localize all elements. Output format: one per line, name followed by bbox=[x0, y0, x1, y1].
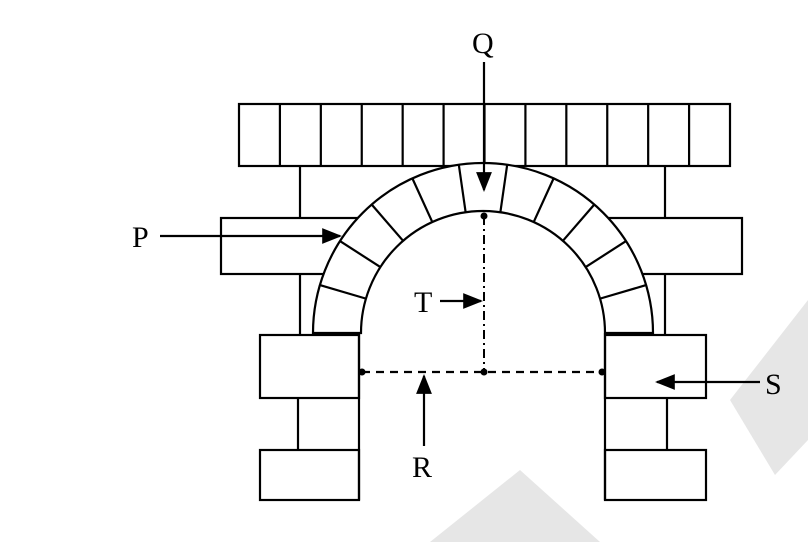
label-p: P bbox=[132, 221, 149, 254]
voussoir-joint bbox=[457, 164, 467, 213]
rise-line bbox=[480, 212, 488, 372]
voussoir-joint bbox=[585, 240, 627, 268]
label-t: T bbox=[414, 286, 432, 319]
brick-right-bottom bbox=[603, 448, 708, 502]
label-r: R bbox=[412, 451, 432, 484]
opening-jambs bbox=[357, 333, 607, 500]
voussoir-joint bbox=[411, 177, 434, 223]
voussoir-joint bbox=[499, 164, 509, 213]
voussoir-joint bbox=[532, 177, 555, 223]
arch-ring bbox=[311, 161, 655, 335]
brick-right-lower bbox=[603, 333, 708, 400]
voussoir-joint bbox=[319, 284, 367, 300]
pointer-arrows bbox=[160, 62, 760, 446]
watermark bbox=[430, 300, 808, 542]
label-q: Q bbox=[472, 27, 494, 60]
voussoir-joint bbox=[562, 203, 596, 242]
label-s: S bbox=[765, 368, 782, 401]
voussoir-joint bbox=[370, 203, 404, 242]
voussoir-joint bbox=[339, 240, 381, 268]
voussoir-joint bbox=[599, 284, 647, 300]
brick-left-lower bbox=[258, 333, 361, 400]
vertical-joints bbox=[296, 166, 669, 450]
springing-line bbox=[358, 368, 606, 376]
brick-left-bottom bbox=[258, 448, 361, 502]
